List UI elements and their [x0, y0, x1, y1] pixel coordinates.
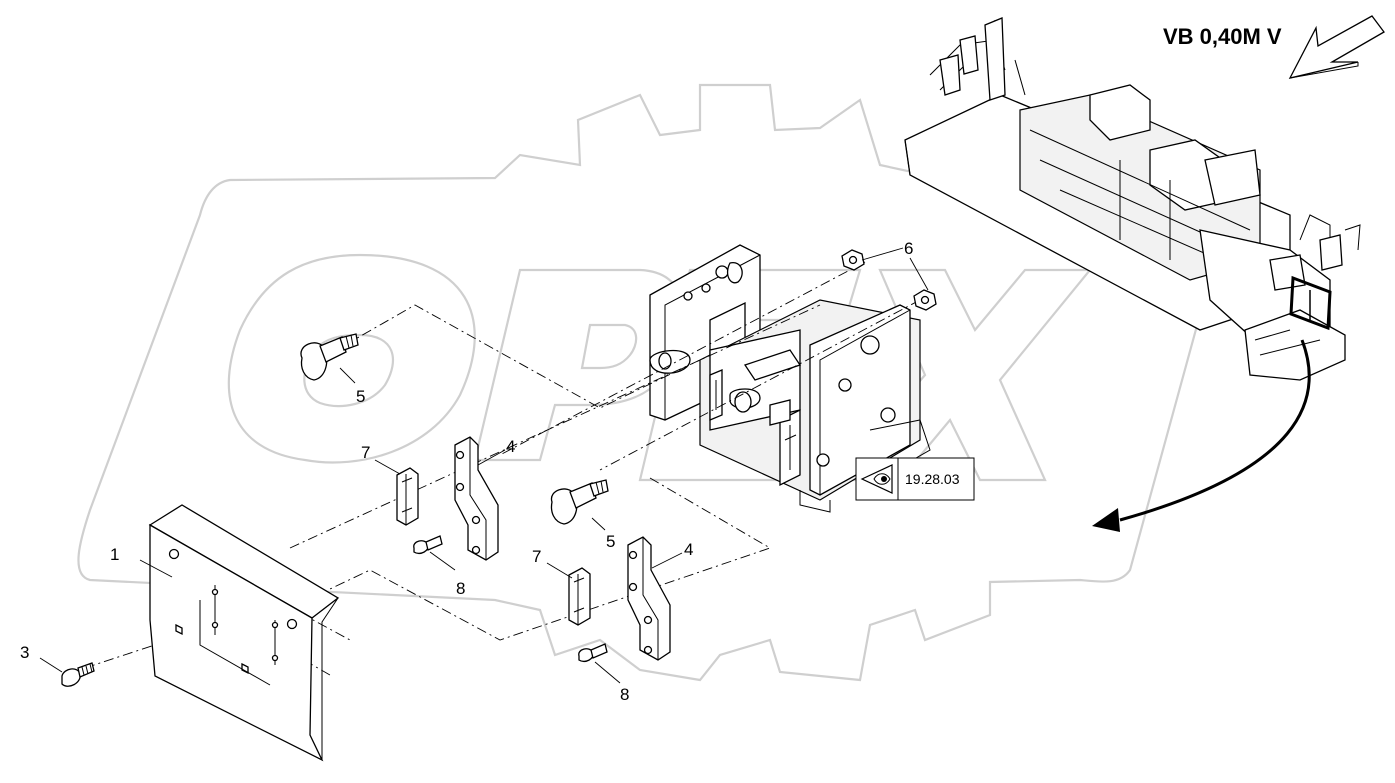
cap-screw-part-8-upper [413, 535, 443, 555]
part-label-5-lower: 5 [606, 532, 615, 551]
eye-icon [860, 464, 893, 494]
hex-screw-part-3 [61, 662, 95, 687]
bracket-part-4-upper [454, 436, 499, 561]
view-label: VB 0,40M V [1163, 24, 1282, 49]
part-label-1: 1 [110, 545, 119, 564]
part-label-3: 3 [20, 643, 29, 662]
part-labels: 1 3 4 4 5 5 6 7 7 8 8 [20, 239, 913, 704]
shoulder-bolt-part-5-upper [300, 333, 359, 381]
spacer-plate-part-7-upper [396, 467, 419, 526]
part-label-7-upper: 7 [361, 443, 370, 462]
part-label-6: 6 [904, 239, 913, 258]
part-label-4-upper: 4 [506, 437, 515, 456]
reference-callout-box[interactable]: 19.28.03 [855, 457, 975, 501]
part-label-7-lower: 7 [532, 547, 541, 566]
cover-plate-part-1 [148, 504, 340, 762]
part-label-5-upper: 5 [356, 387, 365, 406]
part-label-8-upper: 8 [456, 579, 465, 598]
reference-label: 19.28.03 [905, 471, 960, 487]
part-label-4-lower: 4 [684, 540, 693, 559]
part-label-8-lower: 8 [620, 685, 629, 704]
mounting-housing-drawing [649, 244, 931, 513]
view-direction-arrow-icon [1288, 15, 1385, 79]
bracket-part-4-lower [627, 536, 671, 661]
spacer-plate-part-7-lower [568, 567, 591, 626]
detail-location-callout [1092, 275, 1332, 532]
leader-lines [39, 247, 929, 684]
shoulder-bolt-part-5-lower [550, 479, 609, 525]
hex-nut-part-6 [841, 249, 937, 311]
cap-screw-part-8-lower [578, 643, 608, 663]
